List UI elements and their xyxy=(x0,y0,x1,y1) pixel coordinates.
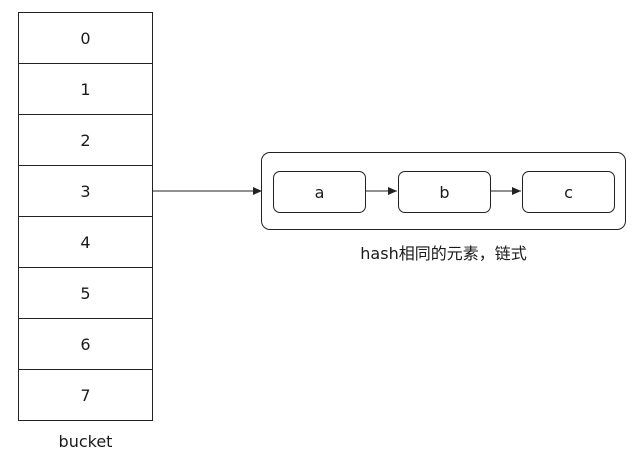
bucket-cell-2: 2 xyxy=(18,115,153,166)
bucket-cell-1: 1 xyxy=(18,64,153,115)
chain-node-c: c xyxy=(522,171,615,213)
bucket-cell-5: 5 xyxy=(18,268,153,319)
chain-container: a b c xyxy=(261,152,626,230)
chain-caption: hash相同的元素，链式 xyxy=(360,244,527,263)
chain-node-b: b xyxy=(398,171,491,213)
bucket-cell-0: 0 xyxy=(18,13,153,64)
bucket-cell-4: 4 xyxy=(18,217,153,268)
bucket-array: 0 1 2 3 4 5 6 7 xyxy=(18,12,153,421)
bucket-cell-3: 3 xyxy=(18,166,153,217)
bucket-label: bucket xyxy=(58,432,113,451)
bucket-cell-7: 7 xyxy=(18,370,153,421)
chain-node-a: a xyxy=(273,171,366,213)
bucket-cell-6: 6 xyxy=(18,319,153,370)
